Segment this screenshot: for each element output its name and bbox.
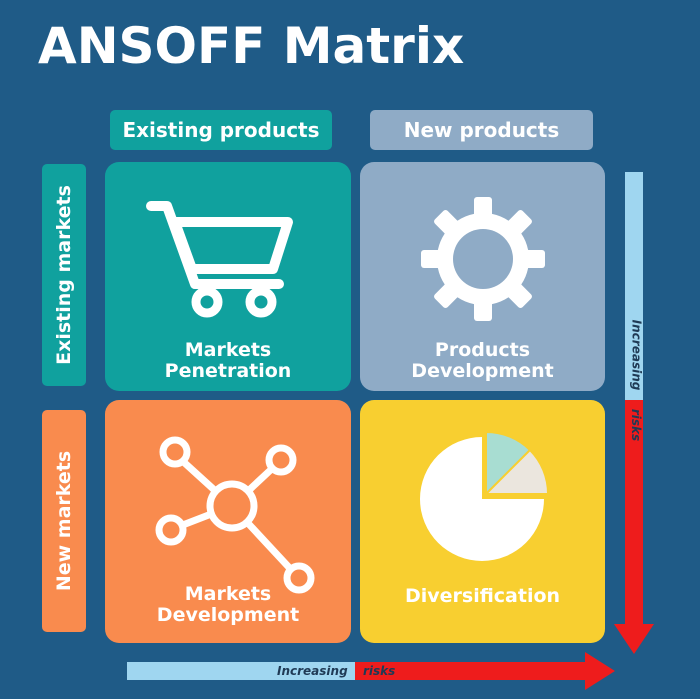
quadrant-label: Diversification	[404, 585, 561, 607]
quadrant-label-line2: Penetration	[164, 360, 292, 382]
pie-chart-icon	[420, 432, 550, 561]
vertical-risk-label-increasing: Increasing	[629, 319, 644, 391]
row-header-new-markets-text: New markets	[53, 450, 76, 592]
quadrant-label: Markets Penetration	[105, 340, 351, 382]
quadrant-label-line2: Development	[156, 604, 300, 626]
horizontal-risk-bar-light	[127, 662, 355, 680]
page-title: ANSOFF Matrix	[38, 17, 465, 75]
column-header-existing-products: Existing products	[110, 110, 332, 150]
quadrant-label: Products Development	[360, 340, 605, 382]
column-header-new-products: New products	[370, 110, 593, 150]
horizontal-risk-label-risks: risks	[363, 664, 396, 678]
vertical-risk-bar-red	[625, 400, 643, 628]
quadrant-label-line2: Development	[411, 360, 554, 382]
row-header-existing-markets: Existing markets	[42, 164, 86, 386]
right-arrow-head-icon	[585, 652, 615, 690]
vertical-risk-label-risks: risks	[629, 408, 644, 442]
quadrant-products-development: Products Development	[360, 162, 605, 391]
vertical-risk-bar-light	[625, 172, 643, 400]
quadrant-markets-development: Markets Development	[105, 400, 351, 643]
quadrant-diversification: Diversification	[360, 400, 605, 643]
row-header-new-markets: New markets	[42, 410, 86, 632]
horizontal-risk-label-increasing: Increasing	[277, 664, 348, 678]
down-arrow-head-icon	[614, 624, 654, 654]
quadrant-label-line1: Markets	[184, 339, 272, 361]
network-icon	[155, 436, 315, 594]
quadrant-markets-penetration: Markets Penetration	[105, 162, 351, 391]
row-header-existing-markets-text: Existing markets	[53, 185, 76, 365]
quadrant-label: Markets Development	[105, 584, 351, 626]
quadrant-label-line1: Markets	[184, 583, 272, 605]
horizontal-risk-bar-red	[355, 662, 587, 680]
shopping-cart-icon	[146, 201, 293, 318]
quadrant-label-line1: Products	[434, 339, 531, 361]
gear-icon	[421, 197, 545, 321]
